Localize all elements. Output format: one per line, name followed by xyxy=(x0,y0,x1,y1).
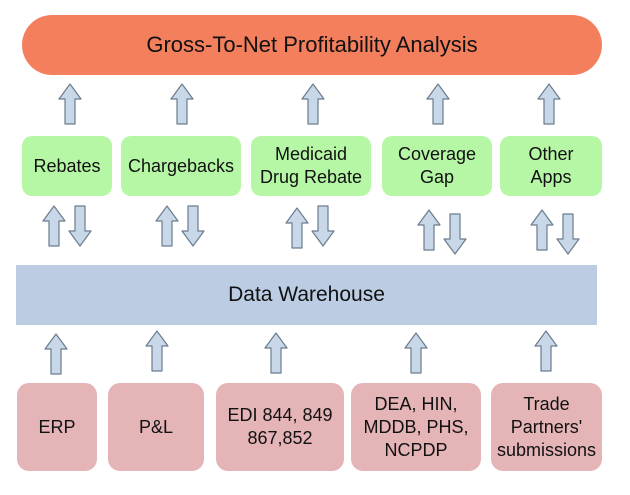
down-arrow-icon xyxy=(443,213,467,255)
source-dea-hin: DEA, HIN, MDDB, PHS, NCPDP xyxy=(351,383,481,471)
up-arrow-icon xyxy=(534,330,558,372)
app-rebates: Rebates xyxy=(22,136,112,196)
source-dea-line-3: NCPDP xyxy=(384,439,448,460)
app-other-apps-line-1: Other xyxy=(528,144,574,164)
up-arrow-icon xyxy=(145,330,169,372)
app-medicaid-line-2: Drug Rebate xyxy=(259,167,363,187)
down-arrow-icon xyxy=(181,205,205,247)
analysis-title: Gross-To-Net Profitability Analysis xyxy=(22,15,602,75)
up-arrow-icon xyxy=(417,209,441,251)
up-arrow-icon xyxy=(264,332,288,374)
app-coverage-gap-line-1: Coverage xyxy=(397,144,477,164)
up-arrow-icon xyxy=(404,332,428,374)
source-trade-line-2: Partners' xyxy=(510,416,583,437)
up-arrow-icon xyxy=(155,205,179,247)
up-arrow-icon xyxy=(285,207,309,249)
data-warehouse-label: Data Warehouse xyxy=(228,283,385,306)
source-trade-line-1: Trade xyxy=(523,393,570,414)
source-edi: EDI 844, 849 867,852 xyxy=(216,383,344,471)
source-dea-line-1: DEA, HIN, xyxy=(374,393,458,414)
app-chargebacks-line-1: Chargebacks xyxy=(127,155,235,176)
app-other-apps: Other Apps xyxy=(500,136,602,196)
source-erp: ERP xyxy=(17,383,97,471)
source-trade-line-3: submissions xyxy=(496,439,597,460)
app-rebates-line-1: Rebates xyxy=(33,155,101,176)
source-pl-line-1: P&L xyxy=(138,416,174,437)
app-medicaid-drug-rebate: Medicaid Drug Rebate xyxy=(251,136,371,196)
source-erp-line-1: ERP xyxy=(38,416,76,437)
down-arrow-icon xyxy=(556,213,580,255)
down-arrow-icon xyxy=(68,205,92,247)
app-medicaid-line-1: Medicaid xyxy=(274,144,348,164)
up-arrow-icon xyxy=(170,83,194,125)
source-pl: P&L xyxy=(108,383,204,471)
source-trade-partners: Trade Partners' submissions xyxy=(491,383,602,471)
source-dea-line-2: MDDB, PHS, xyxy=(363,416,469,437)
source-edi-line-2: 867,852 xyxy=(247,428,313,448)
app-coverage-gap: Coverage Gap xyxy=(382,136,492,196)
app-chargebacks: Chargebacks xyxy=(121,136,241,196)
up-arrow-icon xyxy=(58,83,82,125)
down-arrow-icon xyxy=(311,205,335,247)
up-arrow-icon xyxy=(426,83,450,125)
up-arrow-icon xyxy=(42,205,66,247)
analysis-title-text: Gross-To-Net Profitability Analysis xyxy=(146,32,478,57)
up-arrow-icon xyxy=(537,83,561,125)
app-other-apps-line-2: Apps xyxy=(530,167,572,187)
source-edi-line-1: EDI 844, 849 xyxy=(227,405,333,425)
up-arrow-icon xyxy=(301,83,325,125)
app-coverage-gap-line-2: Gap xyxy=(419,167,454,187)
data-warehouse: Data Warehouse xyxy=(16,265,597,325)
up-arrow-icon xyxy=(44,333,68,375)
up-arrow-icon xyxy=(530,209,554,251)
